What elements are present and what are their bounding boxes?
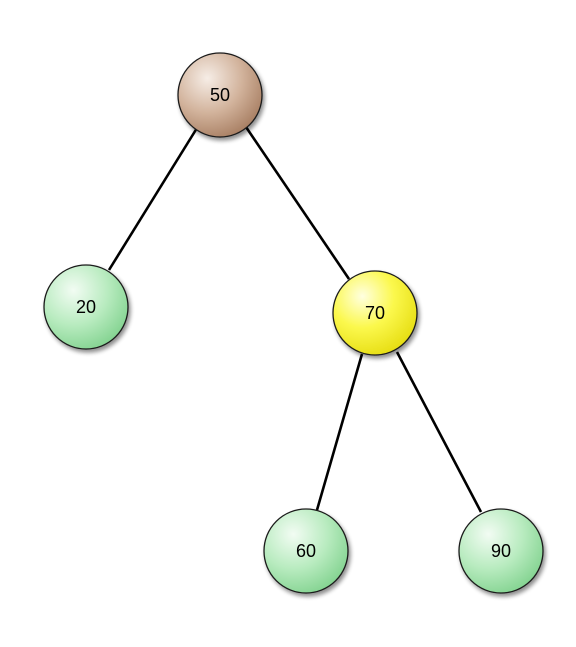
node-50-circle (177, 52, 263, 138)
tree-edges (107, 126, 483, 513)
edge-70-60 (315, 353, 364, 511)
node-20-circle (43, 264, 129, 350)
node-50-label: 50 (210, 85, 230, 105)
node-20-label: 20 (76, 297, 96, 317)
node-60[interactable]: 60 (263, 508, 349, 594)
node-50[interactable]: 50 (177, 52, 263, 138)
node-70-circle (332, 270, 418, 356)
edge-70-90 (395, 351, 483, 513)
node-90[interactable]: 90 (458, 508, 544, 594)
node-20[interactable]: 20 (43, 264, 129, 350)
node-70[interactable]: 70 (332, 270, 418, 356)
node-60-label: 60 (296, 541, 316, 561)
node-90-label: 90 (491, 541, 511, 561)
node-60-circle (263, 508, 349, 594)
edge-50-20 (107, 127, 199, 271)
edge-50-70 (244, 126, 351, 280)
node-70-label: 70 (365, 303, 385, 323)
node-90-circle (458, 508, 544, 594)
